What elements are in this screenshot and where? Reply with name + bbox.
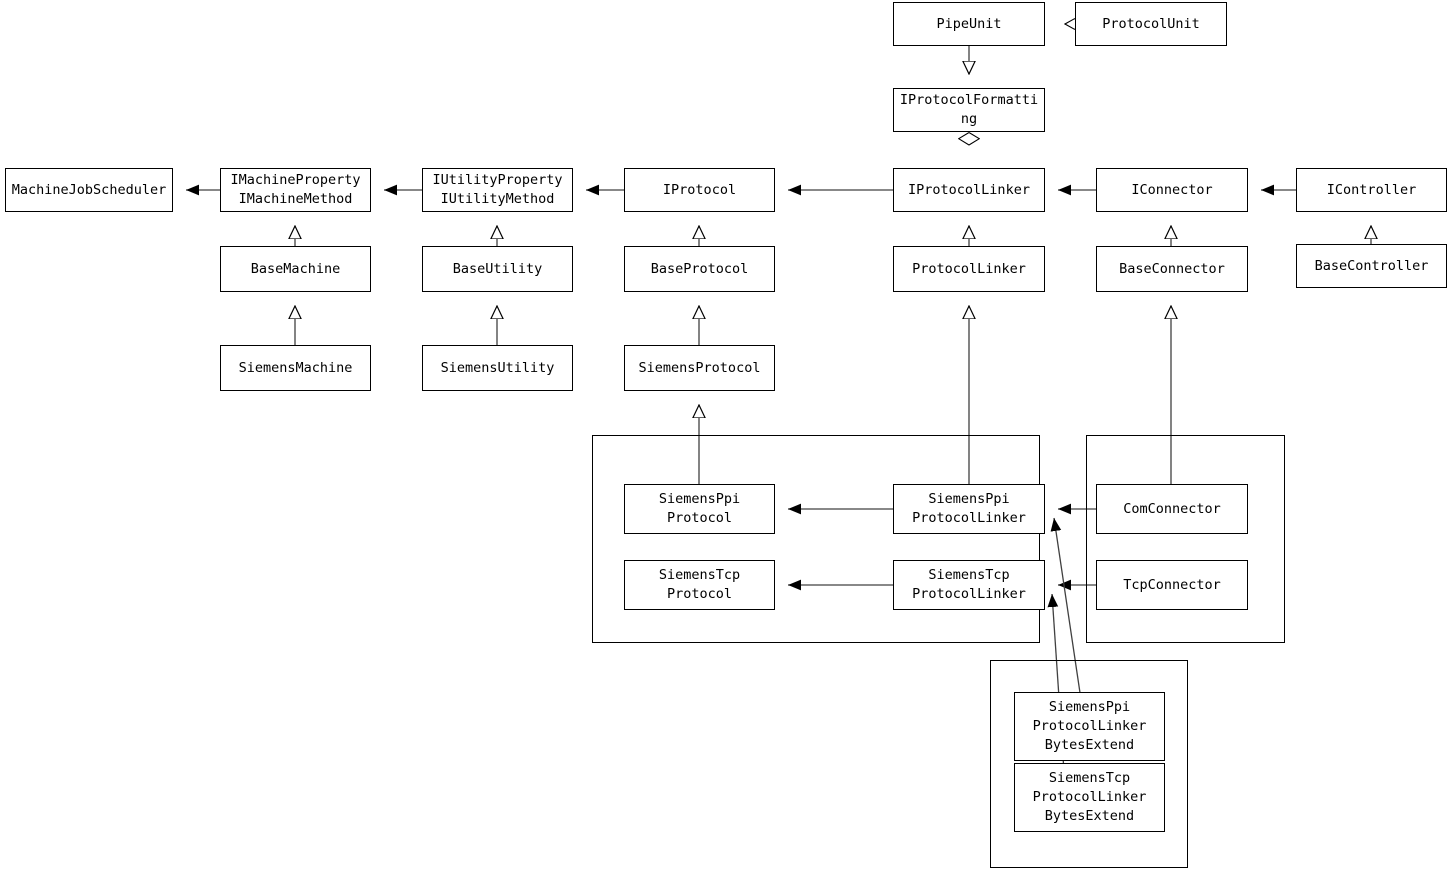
class-box-base-controller[interactable]: BaseController — [1296, 244, 1447, 288]
class-box-siemens-utility[interactable]: SiemensUtility — [422, 345, 573, 391]
class-box-siemens-tcp-protocol-linker-bytes-extend[interactable]: SiemensTcp ProtocolLinker BytesExtend — [1014, 763, 1165, 832]
class-box-base-machine[interactable]: BaseMachine — [220, 246, 371, 292]
class-box-siemens-tcp-protocol[interactable]: SiemensTcp Protocol — [624, 560, 775, 610]
class-box-iprotocol[interactable]: IProtocol — [624, 168, 775, 212]
class-box-siemens-ppi-protocol-linker-bytes-extend[interactable]: SiemensPpi ProtocolLinker BytesExtend — [1014, 692, 1165, 761]
class-box-siemens-machine[interactable]: SiemensMachine — [220, 345, 371, 391]
class-box-base-utility[interactable]: BaseUtility — [422, 246, 573, 292]
class-box-machine-job-scheduler[interactable]: MachineJobScheduler — [5, 168, 173, 212]
class-box-tcp-connector[interactable]: TcpConnector — [1096, 560, 1248, 610]
class-box-protocol-unit[interactable]: ProtocolUnit — [1075, 2, 1227, 46]
group-bytes-extend — [990, 660, 1188, 868]
class-box-siemens-tcp-protocol-linker[interactable]: SiemensTcp ProtocolLinker — [893, 560, 1045, 610]
class-box-base-protocol[interactable]: BaseProtocol — [624, 246, 775, 292]
class-box-iprotocol-formatting[interactable]: IProtocolFormatti ng — [893, 88, 1045, 132]
group-siemens-protocols — [592, 435, 1040, 643]
class-box-siemens-ppi-protocol-linker[interactable]: SiemensPpi ProtocolLinker — [893, 484, 1045, 534]
class-box-com-connector[interactable]: ComConnector — [1096, 484, 1248, 534]
class-box-siemens-protocol[interactable]: SiemensProtocol — [624, 345, 775, 391]
class-box-protocol-linker[interactable]: ProtocolLinker — [893, 246, 1045, 292]
class-box-iprotocol-linker[interactable]: IProtocolLinker — [893, 168, 1045, 212]
class-box-icontroller[interactable]: IController — [1296, 168, 1447, 212]
class-box-imachine-property[interactable]: IMachineProperty IMachineMethod — [220, 168, 371, 212]
class-box-iutility-property[interactable]: IUtilityProperty IUtilityMethod — [422, 168, 573, 212]
class-box-pipe-unit[interactable]: PipeUnit — [893, 2, 1045, 46]
group-connectors — [1086, 435, 1285, 643]
class-box-iconnector[interactable]: IConnector — [1096, 168, 1248, 212]
class-box-base-connector[interactable]: BaseConnector — [1096, 246, 1248, 292]
class-box-siemens-ppi-protocol[interactable]: SiemensPpi Protocol — [624, 484, 775, 534]
